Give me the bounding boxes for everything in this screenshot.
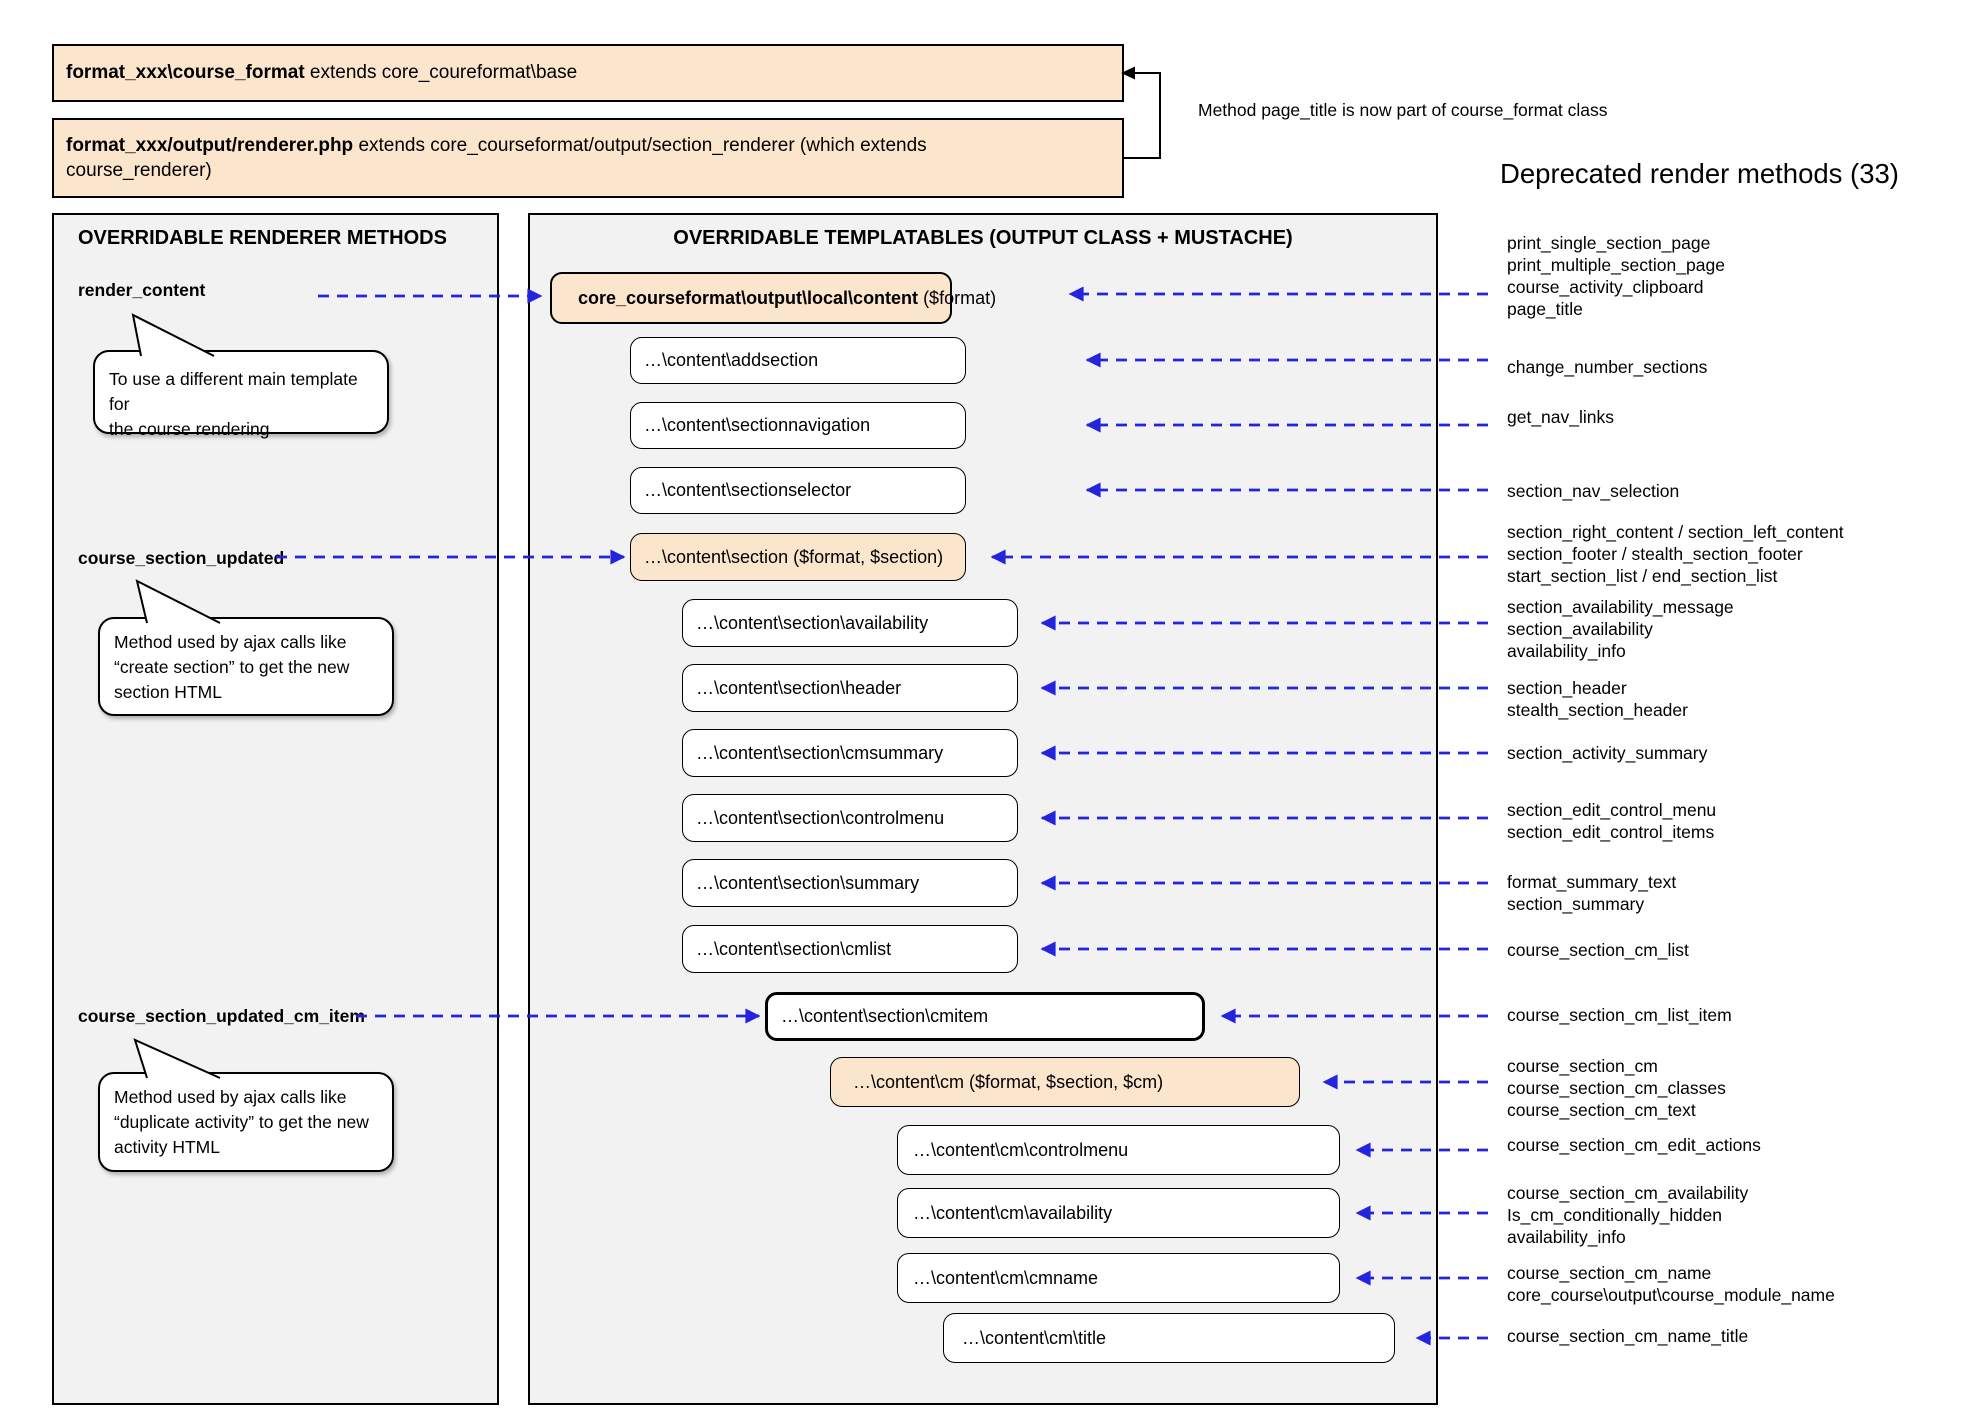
deprecated-group-1: print_single_section_page print_multiple… xyxy=(1507,233,1725,319)
deprecated-group-10: format_summary_text section_summary xyxy=(1507,872,1677,914)
top-box-renderer-label: format_xxx/output/renderer.php extends c… xyxy=(66,134,927,181)
method-label-render-content: render_content xyxy=(78,280,206,300)
deprecated-group-4: section_nav_selection xyxy=(1507,481,1680,501)
top-box-renderer: format_xxx/output/renderer.php extends c… xyxy=(52,118,1124,198)
deprecated-heading: Deprecated render methods (33) xyxy=(1500,158,1899,189)
top-box-course-format-label: format_xxx\course_format extends core_co… xyxy=(66,62,578,84)
page-title-note: Method page_title is now part of course_… xyxy=(1198,100,1608,120)
top-box-course-format: format_xxx\course_format extends core_co… xyxy=(52,44,1124,102)
templatables-title: OVERRIDABLE TEMPLATABLES (OUTPUT CLASS +… xyxy=(673,227,1293,249)
templatable-box-addsection: …\content\addsection xyxy=(630,337,966,384)
templatable-box-s_cmitem: …\content\section\cmitem xyxy=(765,992,1205,1041)
deprecated-group-11: course_section_cm_list xyxy=(1507,940,1689,960)
templatable-box-s_cmsummary: …\content\section\cmsummary xyxy=(682,729,1018,777)
deprecated-group-17: course_section_cm_name_title xyxy=(1507,1326,1749,1346)
deprecated-group-9: section_edit_control_menu section_edit_c… xyxy=(1507,800,1717,842)
templatable-box-s_summary: …\content\section\summary xyxy=(682,859,1018,907)
renderer-methods-title: OVERRIDABLE RENDERER METHODS xyxy=(78,227,447,249)
deprecated-group-8: section_activity_summary xyxy=(1507,743,1708,763)
templatable-box-cm_cmname: …\content\cm\cmname xyxy=(897,1253,1340,1303)
templatable-box-cm_title: …\content\cm\title xyxy=(943,1313,1395,1363)
templatable-box-s_availability: …\content\section\availability xyxy=(682,599,1018,647)
templatable-box-s_header: …\content\section\header xyxy=(682,664,1018,712)
deprecated-group-15: course_section_cm_availability Is_cm_con… xyxy=(1507,1183,1749,1247)
deprecated-group-12: course_section_cm_list_item xyxy=(1507,1005,1732,1025)
templatable-box-cm_availability: …\content\cm\availability xyxy=(897,1188,1340,1238)
templatable-box-section: …\content\section ($format, $section) xyxy=(630,533,966,581)
deprecated-group-13: course_section_cm course_section_cm_clas… xyxy=(1507,1056,1726,1120)
method-label-course-section-updated-cm-item: course_section_updated_cm_item xyxy=(78,1006,365,1026)
deprecated-group-3: get_nav_links xyxy=(1507,407,1615,427)
templatable-box-s_cmlist: …\content\section\cmlist xyxy=(682,925,1018,973)
callout-bubble-render-content: To use a different main template for the… xyxy=(93,350,389,439)
templatable-box-s_controlmenu: …\content\section\controlmenu xyxy=(682,794,1018,842)
method-label-course-section-updated: course_section_updated xyxy=(78,548,285,568)
templatable-box-sectionselector: …\content\sectionselector xyxy=(630,467,966,514)
deprecated-group-6: section_availability_message section_ava… xyxy=(1507,597,1734,661)
deprecated-group-14: course_section_cm_edit_actions xyxy=(1507,1135,1761,1155)
deprecated-group-5: section_right_content / section_left_con… xyxy=(1507,522,1844,586)
deprecated-group-16: course_section_cm_name core_course\outpu… xyxy=(1507,1263,1835,1305)
callout-bubble-course-section-updated-cm-item: Method used by ajax calls like “duplicat… xyxy=(98,1072,394,1172)
templatable-box-cm: …\content\cm ($format, $section, $cm) xyxy=(830,1057,1300,1107)
deprecated-group-7: section_header stealth_section_header xyxy=(1507,678,1688,720)
templatable-box-cm_controlmenu: …\content\cm\controlmenu xyxy=(897,1125,1340,1175)
callout-bubble-course-section-updated: Method used by ajax calls like “create s… xyxy=(98,617,394,716)
templatable-box-sectionnavigation: …\content\sectionnavigation xyxy=(630,402,966,449)
page-title-bracket xyxy=(1121,66,1161,159)
deprecated-group-2: change_number_sections xyxy=(1507,357,1708,377)
templatable-box-content: core_courseformat\output\local\content (… xyxy=(550,272,996,324)
